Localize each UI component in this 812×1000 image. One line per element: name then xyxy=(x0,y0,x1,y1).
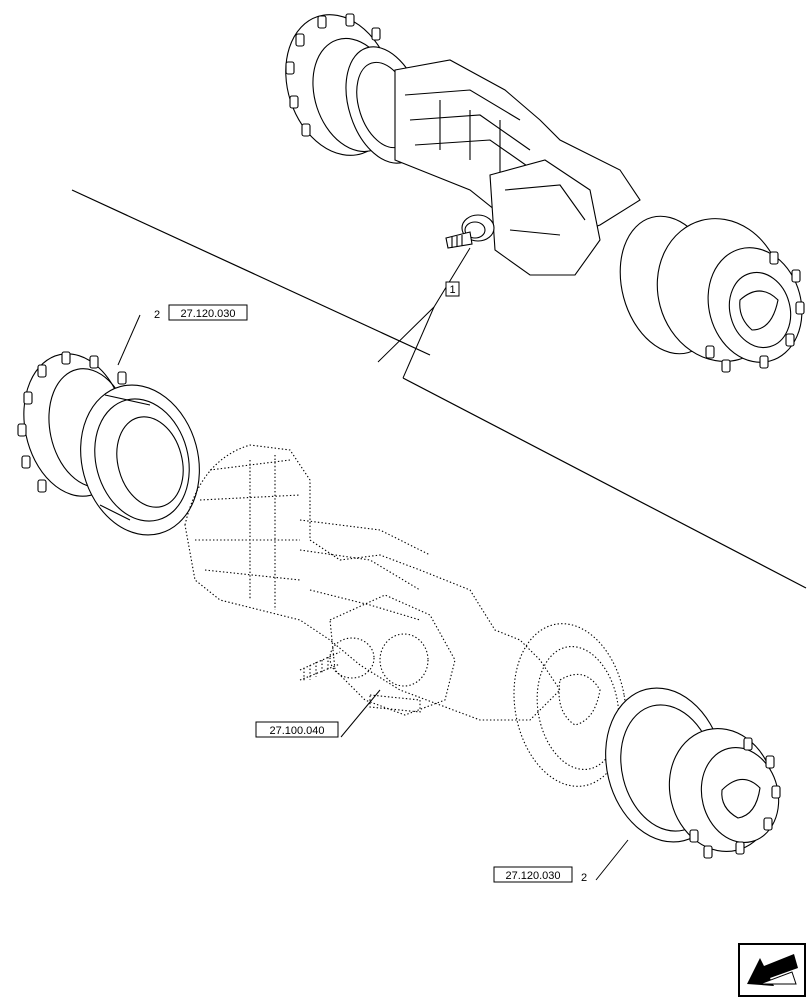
upper-right-wheel-hub xyxy=(619,215,805,373)
lower-hub-item-number: 2 xyxy=(581,872,587,884)
lower-hub-leader-line xyxy=(595,839,629,881)
upper-hub-leader-line xyxy=(117,314,141,366)
next-page-arrow-icon[interactable] xyxy=(738,943,806,997)
assembly-leader-line xyxy=(377,247,471,363)
separator-line-lower xyxy=(402,377,807,589)
upper-hub-item-number: 2 xyxy=(154,309,160,321)
lower-hub-callout: 27.120.030 2 xyxy=(493,866,587,884)
assembly-item-callout: 1 xyxy=(445,281,460,297)
upper-left-wheel-hub xyxy=(285,13,425,164)
separator-line-upper xyxy=(71,189,431,356)
upper-hub-callout: 2 27.120.030 xyxy=(154,304,248,321)
assembled-axle-illustration xyxy=(285,13,805,373)
left-wheel-hub-exploded xyxy=(17,351,200,536)
axle-leader-line xyxy=(340,689,381,738)
lower-hub-reference: 27.120.030 xyxy=(505,870,560,882)
assembly-item-number: 1 xyxy=(449,284,455,296)
upper-hub-reference: 27.120.030 xyxy=(180,308,235,320)
axle-reference-callout: 27.100.040 xyxy=(255,721,339,738)
phantom-axle-housing xyxy=(184,444,627,787)
right-wheel-hub-exploded xyxy=(605,687,781,859)
axle-reference: 27.100.040 xyxy=(269,725,324,737)
